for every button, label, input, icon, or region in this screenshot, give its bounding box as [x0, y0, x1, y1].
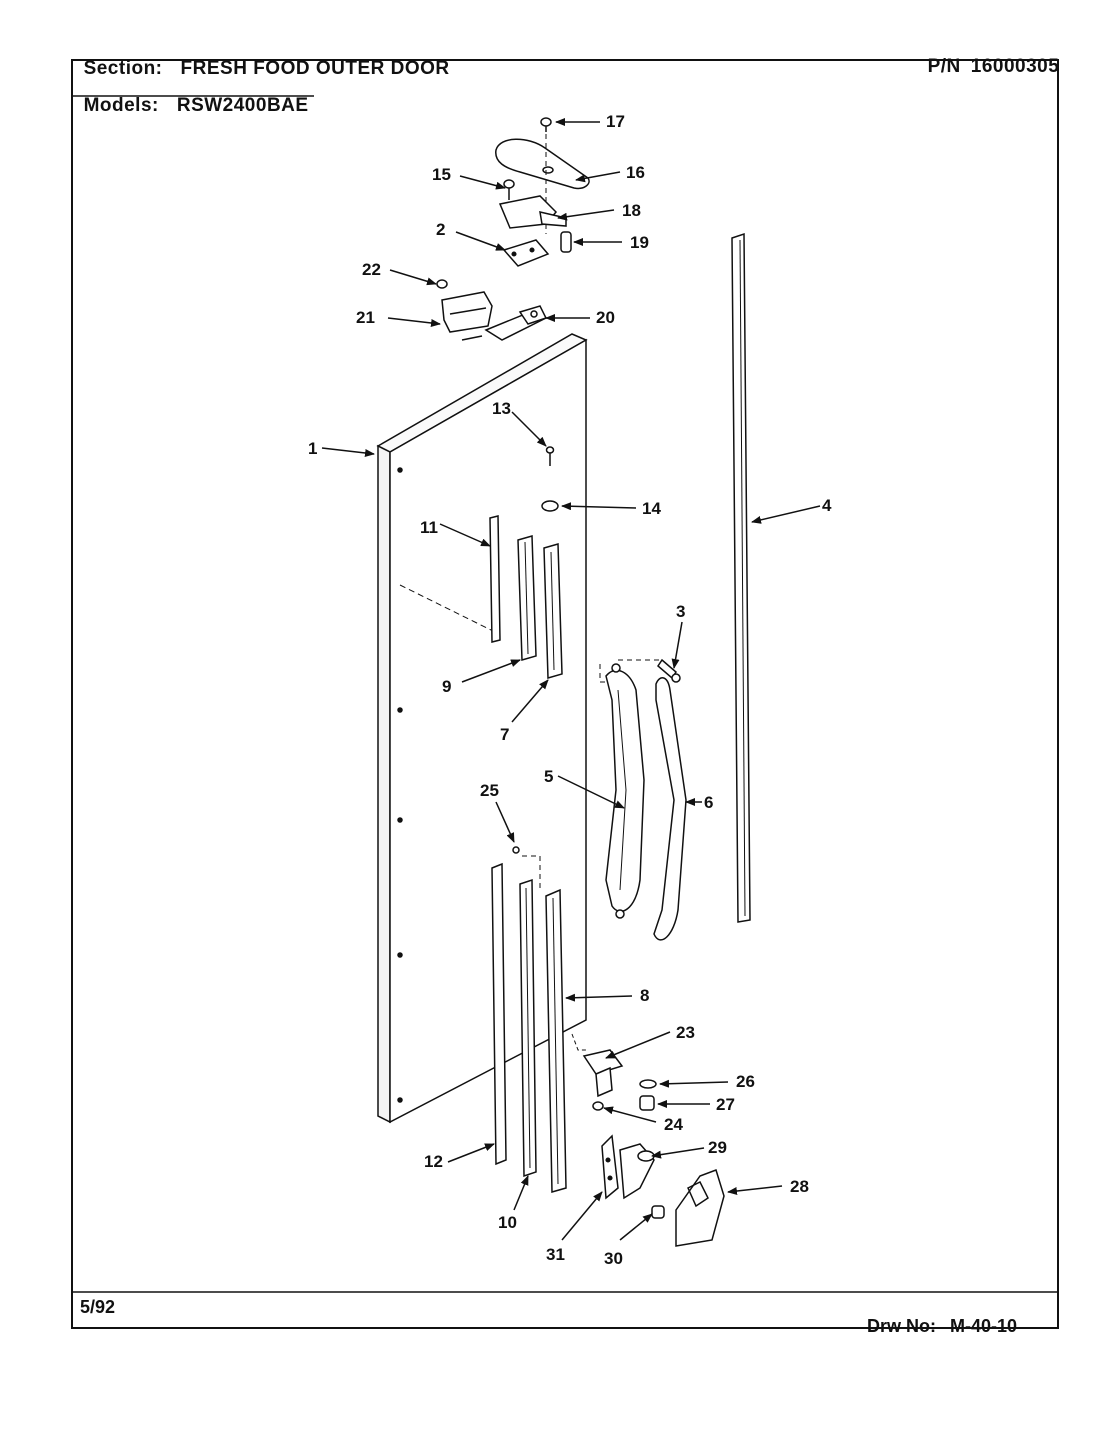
bottom-hinge-cover — [675, 1169, 725, 1247]
callout-18: 18 — [622, 201, 641, 220]
screw-30 — [651, 1205, 665, 1219]
screw-15 — [503, 179, 515, 200]
top-hinge-cover — [495, 138, 590, 190]
callout-14: 14 — [642, 499, 661, 518]
upper-trim-9 — [517, 535, 537, 661]
drawing-label: Drw No: — [867, 1316, 937, 1336]
lower-hinge — [571, 1033, 624, 1098]
callout-23: 23 — [676, 1023, 695, 1042]
callout-7: 7 — [500, 725, 509, 744]
screw-25 — [512, 846, 541, 890]
section-value: FRESH FOOD OUTER DOOR — [180, 58, 450, 79]
callout-11: 11 — [420, 518, 438, 537]
screw-13 — [545, 446, 555, 466]
drawing-value: M-40-10 — [950, 1316, 1018, 1336]
hinge-shim — [502, 239, 550, 267]
callout-16: 16 — [626, 163, 645, 182]
bracket-plate — [601, 1134, 619, 1200]
callout-leaders — [321, 118, 821, 1241]
door-panel — [376, 333, 588, 1124]
screw-22 — [436, 279, 448, 289]
callout-22: 22 — [362, 260, 381, 279]
bushing-27 — [639, 1095, 655, 1111]
callout-15: 15 — [432, 165, 451, 184]
callout-24: 24 — [664, 1115, 683, 1134]
handle-trim — [653, 677, 687, 941]
pn-value: 16000305 — [970, 56, 1060, 77]
models-value: RSW2400BAE — [176, 95, 309, 116]
callout-8: 8 — [640, 986, 649, 1005]
callout-9: 9 — [442, 677, 451, 696]
callout-5: 5 — [544, 767, 553, 786]
footer-date: 5/92 — [80, 1297, 116, 1317]
pn-label: P/N — [927, 56, 961, 77]
callout-26: 26 — [736, 1072, 755, 1091]
models-line: Models: RSW2400BAE — [72, 73, 309, 117]
hinge-pin — [560, 231, 572, 253]
upper-trim-11 — [489, 515, 501, 643]
upper-trim-7 — [543, 543, 563, 679]
callout-13: 13 — [492, 399, 511, 418]
hinge-block — [619, 1143, 655, 1200]
callout-4: 4 — [822, 496, 832, 515]
callout-27: 27 — [716, 1095, 735, 1114]
handle-screw — [599, 658, 681, 683]
callout-17: 17 — [606, 112, 625, 131]
callout-20: 20 — [596, 308, 615, 327]
section-label: Section: — [83, 58, 163, 79]
callout-10: 10 — [498, 1213, 517, 1232]
models-label: Models: — [83, 95, 159, 116]
callout-1: 1 — [308, 439, 317, 458]
callout-19: 19 — [630, 233, 649, 252]
section-title: Section: FRESH FOOD OUTER DOOR — [72, 36, 450, 80]
callout-3: 3 — [676, 602, 685, 621]
hole-plug — [541, 500, 559, 512]
sheet-frame — [71, 59, 1059, 1329]
door-gasket-strip — [731, 232, 751, 923]
callout-31: 31 — [546, 1245, 565, 1264]
callout-21: 21 — [356, 308, 375, 327]
callout-6: 6 — [704, 793, 713, 812]
door-closer — [441, 291, 493, 341]
lower-trim-10 — [519, 878, 537, 1178]
drawing-number: Drw No: M-40-10 — [857, 1295, 1017, 1337]
top-hinge — [498, 195, 567, 229]
callout-12: 12 — [424, 1152, 443, 1171]
callout-28: 28 — [790, 1177, 809, 1196]
callout-numbers: 1 2 3 4 5 6 7 8 9 10 11 12 13 14 15 16 1… — [308, 112, 832, 1268]
callout-30: 30 — [604, 1249, 623, 1268]
callout-2: 2 — [436, 220, 445, 239]
callout-29: 29 — [708, 1138, 727, 1157]
lower-trim-12 — [491, 862, 507, 1166]
washer-26 — [639, 1079, 657, 1089]
part-number: P/N 16000305 — [916, 34, 1059, 78]
callout-25: 25 — [480, 781, 499, 800]
closer-bracket — [484, 305, 548, 341]
screw-24 — [592, 1101, 604, 1111]
lower-trim-8 — [545, 888, 567, 1193]
door-handle — [605, 663, 645, 919]
